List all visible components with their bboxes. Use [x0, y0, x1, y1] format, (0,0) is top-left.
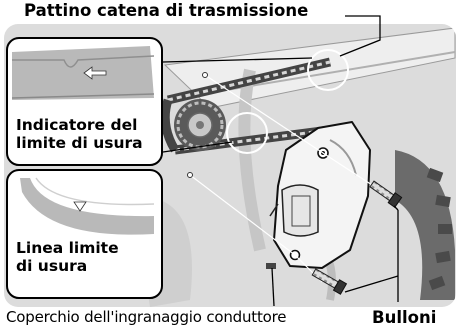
label-drive-sprocket-cover: Coperchio dell'ingranaggio conduttore [6, 308, 287, 326]
arrow-icon [83, 66, 107, 80]
label-wear-limit-line: Linea limite di usura [16, 239, 119, 276]
bolt-lower [311, 268, 348, 295]
label-bolts: Bulloni [372, 308, 437, 327]
callout-wear-line [6, 169, 163, 299]
label-drive-chain-slider: Pattino catena di trasmissione [24, 1, 309, 20]
label-wear-limit-line-2: di usura [16, 256, 88, 275]
callout-wear-indicator [6, 37, 163, 166]
detail-circle-upper [307, 49, 349, 91]
detail-circle-lower [226, 112, 268, 154]
label-wear-indicator-line-1: Indicatore del [16, 116, 138, 134]
label-wear-indicator-line-2: limite di usura [16, 133, 143, 152]
triangle-marker-icon [73, 201, 87, 212]
label-wear-indicator: Indicatore del limite di usura [16, 116, 143, 153]
sprocket-cover [266, 121, 371, 269]
label-wear-limit-line-1: Linea limite [16, 239, 119, 257]
bolt-upper [369, 180, 403, 208]
leader-lines [162, 15, 399, 307]
